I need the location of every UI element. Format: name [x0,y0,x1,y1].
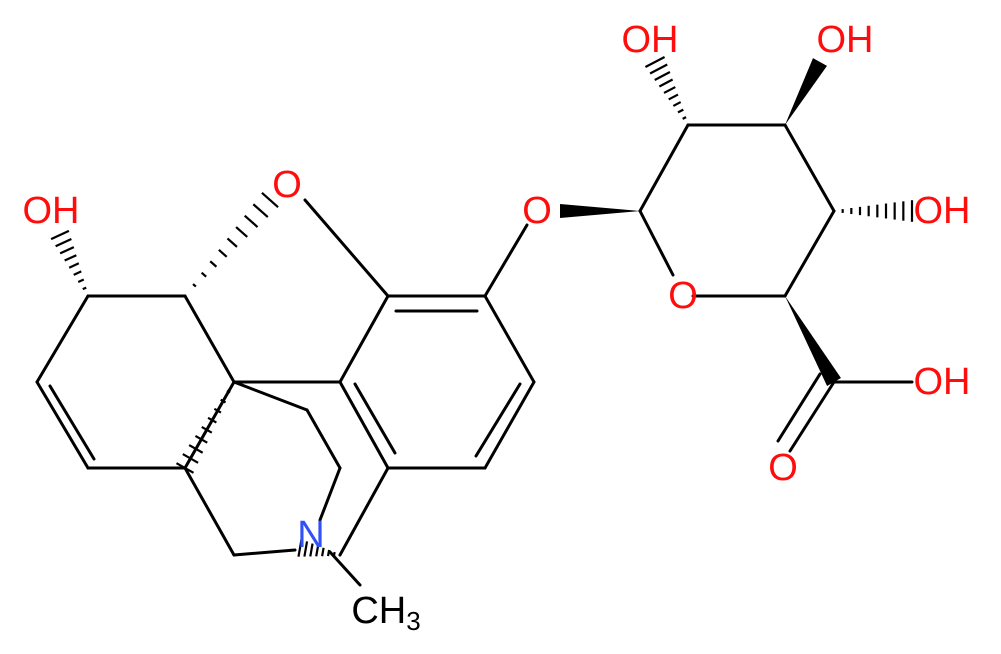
bond-line-26 [638,209,675,277]
atom-o-bridge: O [272,164,302,206]
atom-o-carbonyl: O [768,447,798,489]
hash-stroke [326,549,331,557]
hash-stroke [82,286,87,291]
hash-stroke [677,108,684,114]
hash-stroke [644,56,666,68]
atom-oh-left: OH [23,190,80,232]
hash-stroke [686,123,690,127]
atom-o-aryl-ether: O [522,190,552,232]
hash-stroke [86,294,90,298]
atom-oh-right: OH [914,190,971,232]
hash-stroke [226,389,231,394]
hash-stroke [315,545,320,557]
hashed-bond-40 [50,229,90,298]
stereo-bond-layer [50,56,914,557]
bond-line-7 [303,198,390,298]
hash-stroke [183,294,187,298]
hash-stroke [668,93,679,101]
hash-stroke [309,543,314,557]
bond-line-11 [483,380,536,470]
hash-stroke [297,539,303,557]
hash-stroke [73,270,82,276]
bond-line-14 [338,380,390,470]
hash-stroke [232,380,236,384]
hash-stroke [658,78,674,88]
atom-n-amine: N [297,514,324,556]
hash-stroke [200,271,207,278]
bond-line-29 [783,123,836,213]
bond-line-19 [305,408,342,470]
bond-line-12 [474,382,522,458]
hash-stroke [188,444,204,454]
atom-oh-acid: OH [914,361,971,403]
bond-line-2 [48,384,96,461]
hash-stroke [194,435,208,444]
hash-stroke [321,547,325,557]
hash-stroke [213,407,222,414]
bond-layer [35,123,914,587]
hash-stroke [192,283,197,288]
hash-stroke [243,214,259,228]
bond-line-33 [788,380,836,453]
hash-stroke [201,425,213,434]
bond-line-23 [232,548,297,557]
bond-line-5 [183,294,236,384]
hashed-bond-43 [297,539,342,557]
hash-stroke [182,453,199,464]
hash-stroke [261,192,279,208]
hash-stroke [218,249,228,258]
wedge-bond-37 [785,58,827,126]
hash-stroke [235,226,248,238]
bond-line-31 [638,123,690,213]
hash-stroke [220,398,227,404]
hash-stroke [207,416,217,424]
bond-line-18 [232,380,309,412]
bond-line-25 [483,223,529,298]
bond-line-20 [318,466,342,522]
methyl-ch-text: CH [351,590,406,632]
hash-stroke [55,238,72,248]
hash-stroke [332,551,336,557]
hash-stroke [672,101,682,107]
wedge-bond-35 [560,204,640,218]
hash-stroke [682,116,687,120]
bond-line-10 [483,294,536,384]
hash-stroke [175,462,195,474]
atom-o-ring: O [668,275,698,317]
bond-line-21 [183,466,236,557]
hashed-bond-38 [832,200,914,222]
atom-oh-top-left: OH [622,19,679,61]
hash-stroke [59,246,75,255]
hash-stroke [226,237,238,248]
bond-line-16 [353,382,397,455]
hash-stroke [303,541,309,557]
hashed-bond-36 [644,56,690,127]
wedge-bond-39 [785,296,841,386]
bond-line-6 [183,380,236,470]
bond-line-22 [338,466,390,557]
hash-stroke [654,71,671,81]
bond-line-15 [338,294,390,384]
hash-stroke [649,63,668,75]
hash-stroke [209,260,218,268]
bond-line-1 [35,380,90,470]
hash-stroke [77,278,85,284]
hash-stroke [252,203,269,218]
hashed-bond-41 [183,192,279,298]
bond-line-34 [776,372,822,443]
hash-stroke [68,262,80,269]
atom-methyl: CH3 [351,590,420,636]
methyl-subscript: 3 [406,606,420,636]
hash-stroke [50,229,70,241]
atom-oh-top-right: OH [817,19,874,61]
bond-line-24 [328,550,362,587]
hashed-bond-42 [175,380,236,474]
hash-stroke [64,254,77,262]
bond-line-28 [783,209,836,298]
hash-stroke [663,86,676,94]
bond-line-0 [35,294,90,384]
